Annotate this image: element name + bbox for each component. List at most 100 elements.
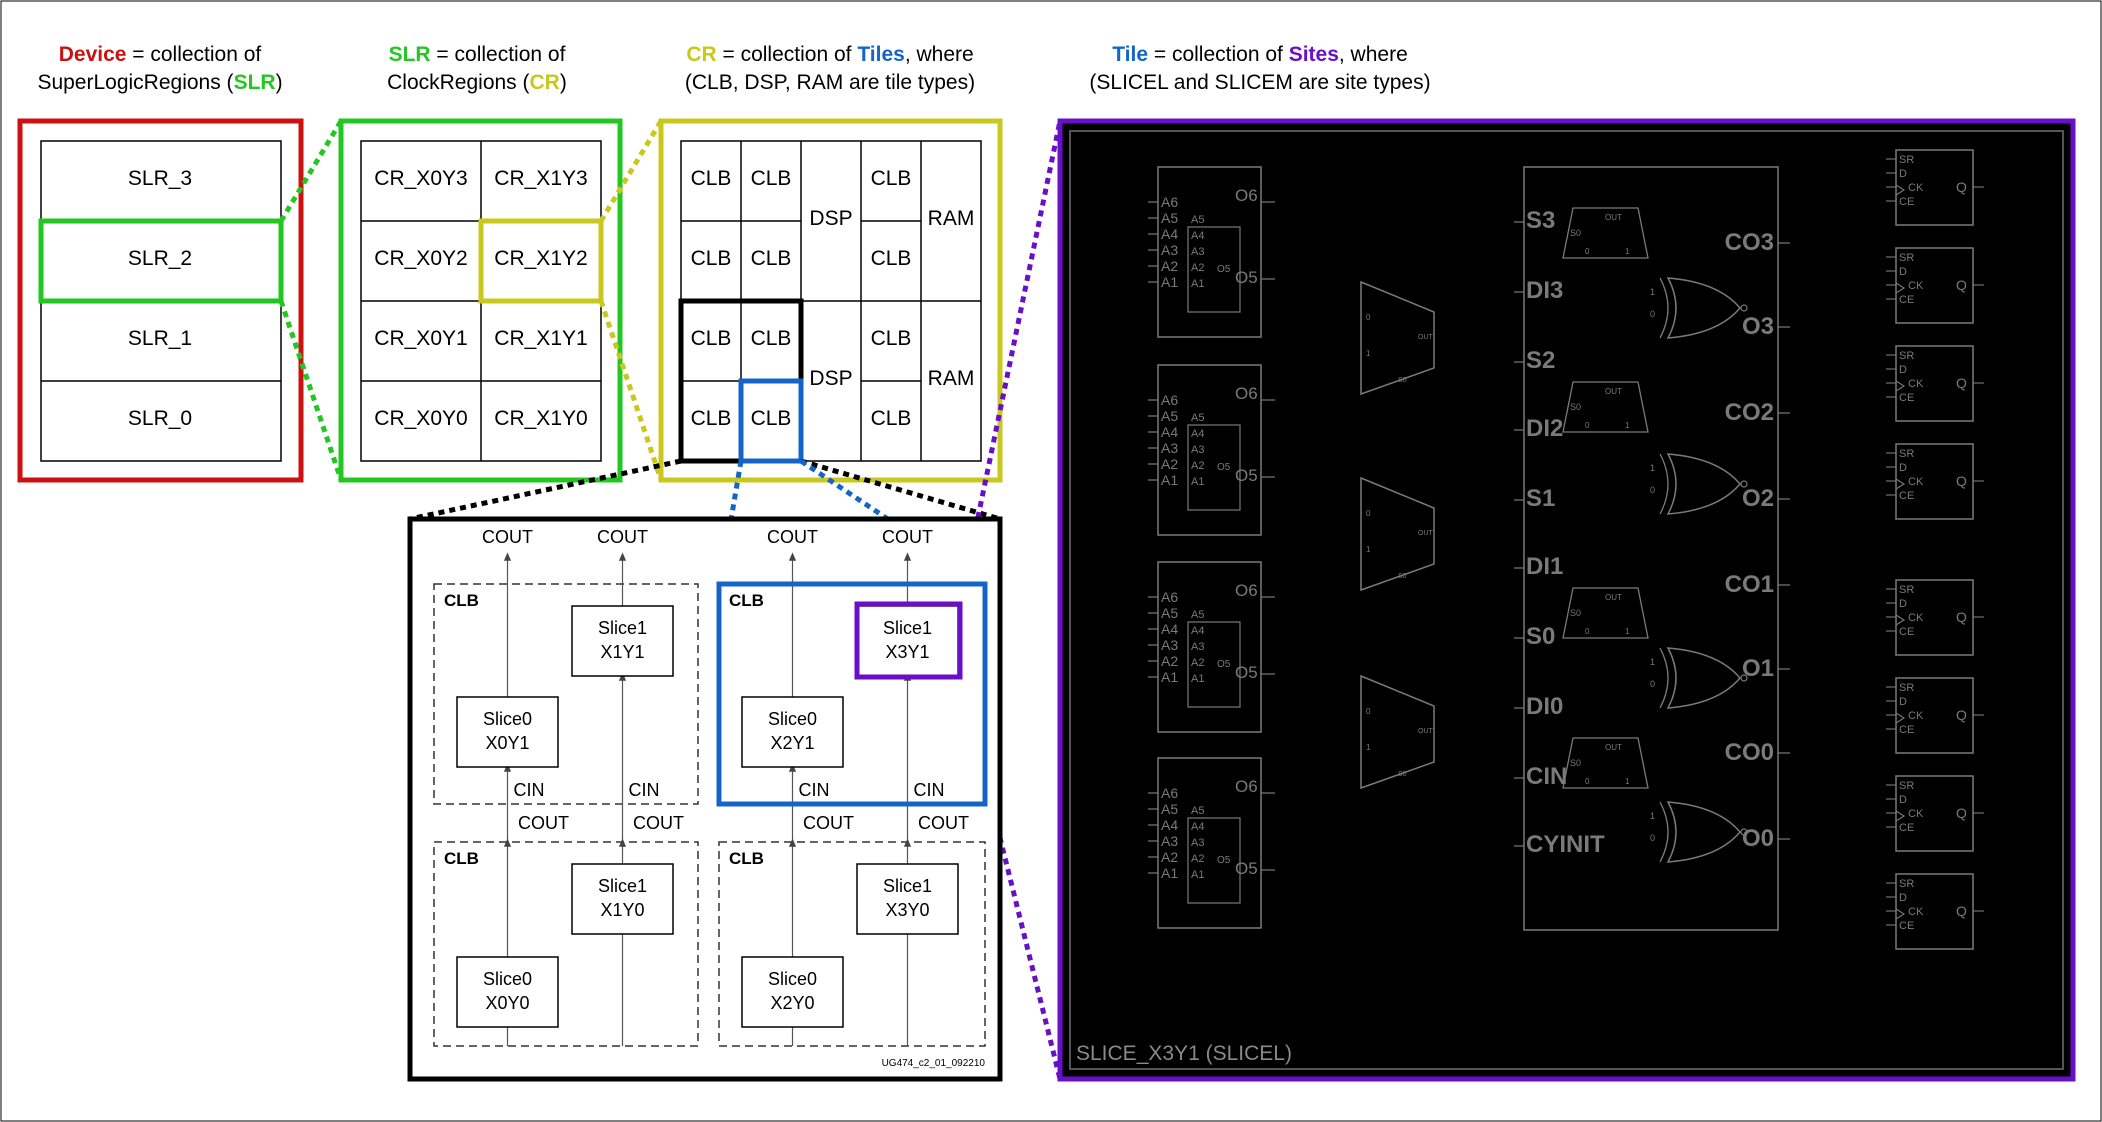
- cout-label: COUT: [633, 813, 684, 833]
- mux-pin-label: 1: [1366, 545, 1371, 554]
- wide-mux: [1360, 674, 1435, 790]
- ff-pin-label: D: [1899, 892, 1907, 904]
- ff-pin-label: D: [1899, 462, 1907, 474]
- device-panel: SLR_3 SLR_2 SLR_1 SLR_0: [17, 118, 304, 483]
- carry-out-label: CO1: [1725, 571, 1774, 598]
- mux-sel-label: S0: [1398, 573, 1407, 580]
- cr-label: CR_X0Y3: [374, 167, 467, 190]
- tile-label-clb: CLB: [751, 327, 792, 350]
- cout-label: COUT: [518, 813, 569, 833]
- cout-label: COUT: [767, 527, 818, 547]
- carry-mux: [1562, 381, 1649, 433]
- header-tile: Tile = collection of Sites, where: [1112, 43, 1408, 66]
- slice-coord: X2Y1: [770, 733, 814, 753]
- lut-inner-label: A2: [1191, 657, 1204, 669]
- site-panel: A6A5A4A3A2A1A5A4A3A2A1O6O5O5A6A5A4A3A2A1…: [1057, 118, 2076, 1082]
- mux-out-label: OUT: [1418, 530, 1434, 537]
- lut-inner-label: A3: [1191, 837, 1204, 849]
- carry-mux-pin: 1: [1625, 421, 1630, 430]
- header-device-line2: SuperLogicRegions (SLR): [37, 71, 282, 94]
- header-cr: CR = collection of Tiles, where: [686, 43, 973, 66]
- ff-pin-label: CE: [1899, 196, 1914, 208]
- cr-x1y2-highlight: [478, 218, 604, 304]
- ff-clock-symbol: [1895, 478, 1906, 490]
- site-caption: SLICE_X3Y1 (SLICEL): [1076, 1042, 1292, 1065]
- tile-label-clb: CLB: [871, 407, 912, 430]
- slice-box: [571, 605, 674, 677]
- lut-input-label: A5: [1161, 210, 1178, 226]
- ff-pin-label: CK: [1908, 280, 1924, 292]
- ff-pin-label: CK: [1908, 906, 1924, 918]
- zoom-line-yellow: [598, 119, 664, 223]
- ff-out-label: Q: [1956, 375, 1967, 391]
- xor-pin-label: 1: [1650, 287, 1655, 297]
- xor-back-arc: [1659, 801, 1669, 863]
- header-cr-line2: (CLB, DSP, RAM are tile types): [685, 71, 975, 94]
- lut-output-label: O5: [1235, 466, 1258, 485]
- carry-in-label: DI2: [1526, 415, 1563, 442]
- tile-label-clb: CLB: [691, 167, 732, 190]
- zoom-line-green: [278, 119, 344, 223]
- xor-back-arc: [1659, 277, 1669, 339]
- ff-clock-symbol: [1895, 184, 1906, 196]
- device-border: [17, 118, 304, 483]
- lut-input-label: A3: [1161, 242, 1178, 258]
- slice-coord: X1Y1: [600, 642, 644, 662]
- cin-label: CIN: [629, 780, 660, 800]
- ff-out-label: Q: [1956, 277, 1967, 293]
- ff-pin-label: CE: [1899, 822, 1914, 834]
- cout-label: COUT: [482, 527, 533, 547]
- zoom-line-green: [278, 300, 344, 481]
- lut-inner-output: O5: [1217, 855, 1231, 866]
- ff-pin-label: CE: [1899, 920, 1914, 932]
- lut-output-label: O6: [1235, 384, 1258, 403]
- carry-mux-sel: S0: [1570, 402, 1581, 412]
- xor-back-arc: [1659, 453, 1669, 515]
- xor-gate: [1666, 647, 1741, 709]
- ff-pin-label: SR: [1899, 350, 1914, 362]
- slice-box: [856, 605, 959, 677]
- cr-label: CR_X1Y2: [494, 247, 587, 270]
- ff-out-label: Q: [1956, 473, 1967, 489]
- slice-coord: X2Y0: [770, 993, 814, 1013]
- ff-out-label: Q: [1956, 707, 1967, 723]
- ff-clock-symbol: [1895, 614, 1906, 626]
- xor-back-arc: [1659, 647, 1669, 709]
- lut-inner-label: A2: [1191, 460, 1204, 472]
- figure-code: UG474_c2_01_092210: [882, 1058, 986, 1069]
- lut-input-label: A2: [1161, 849, 1178, 865]
- carry-in-label: S3: [1526, 207, 1555, 234]
- carry-mux-out: OUT: [1605, 593, 1622, 602]
- tile-label-ram: RAM: [928, 367, 975, 390]
- lut-inner-label: A2: [1191, 262, 1204, 274]
- xor-bubble: [1740, 480, 1748, 488]
- lut-input-label: A1: [1161, 472, 1178, 488]
- mux-sel-label: S0: [1398, 377, 1407, 384]
- xor-pin-label: 0: [1650, 485, 1655, 495]
- mux-out-label: OUT: [1418, 728, 1434, 735]
- lut-inner: [1187, 817, 1241, 904]
- carry-mux-pin: 0: [1585, 627, 1590, 636]
- carry-mux-pin: 1: [1625, 777, 1630, 786]
- slice-name: Slice0: [768, 709, 817, 729]
- carry-mux-pin: 0: [1585, 421, 1590, 430]
- lut-inner-label: A1: [1191, 476, 1204, 488]
- lut-output-label: O6: [1235, 777, 1258, 796]
- carry-mux: [1562, 207, 1649, 259]
- mux-pin-label: 0: [1366, 509, 1371, 518]
- carry-mux-sel: S0: [1570, 608, 1581, 618]
- zoom-line-black: [409, 458, 682, 522]
- clb-box: [433, 841, 699, 1047]
- lut-inner-label: A4: [1191, 821, 1204, 833]
- ff-pin-label: SR: [1899, 584, 1914, 596]
- slr-label: SLR_1: [128, 327, 192, 350]
- lut-inner-label: A5: [1191, 609, 1204, 621]
- mux-out-label: OUT: [1418, 334, 1434, 341]
- wide-mux: [1360, 280, 1435, 396]
- cin-label: CIN: [514, 780, 545, 800]
- lut-input-label: A6: [1161, 194, 1178, 210]
- xor-pin-label: 1: [1650, 463, 1655, 473]
- lut-input-label: A4: [1161, 621, 1178, 637]
- xor-pin-label: 1: [1650, 811, 1655, 821]
- lut-inner-label: A3: [1191, 641, 1204, 653]
